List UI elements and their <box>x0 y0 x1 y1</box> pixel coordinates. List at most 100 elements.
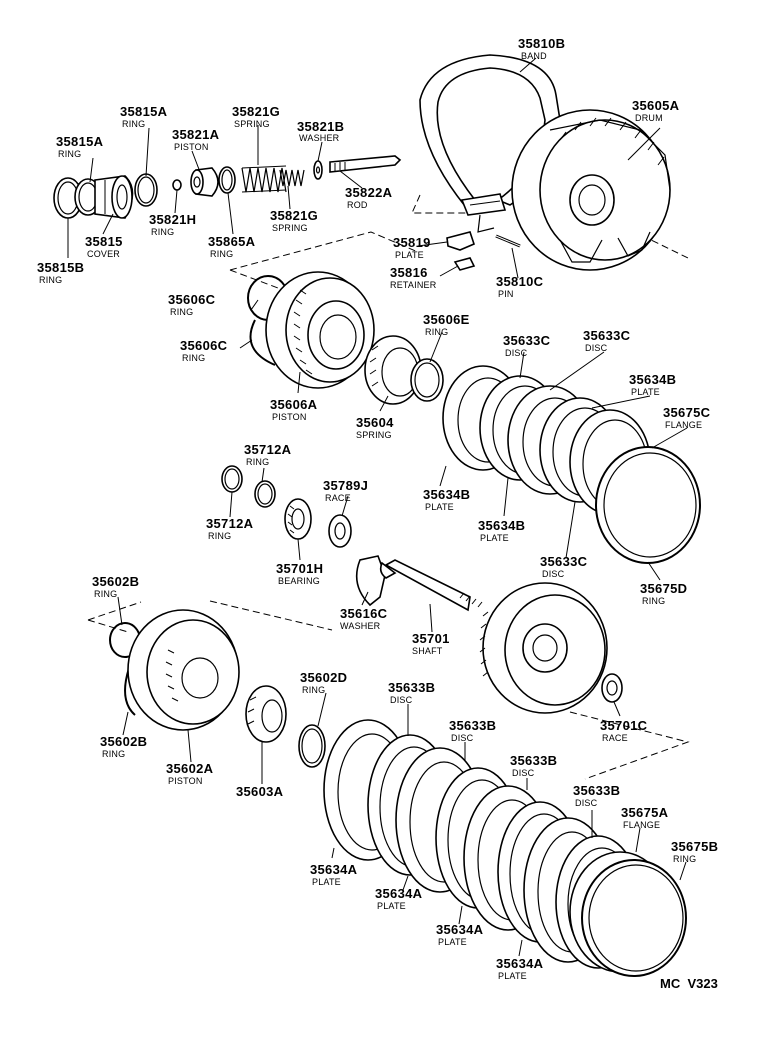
callout-35821B: 35821B WASHER <box>297 119 344 143</box>
ring-35606C-inner <box>249 319 276 366</box>
servo-ring-35815A-right <box>134 173 158 207</box>
callout-35712A-1: 35712A RING <box>244 442 291 467</box>
part-number: 35606C <box>168 292 216 307</box>
callout-35633B-4: 35633B DISC <box>573 783 620 808</box>
part-number: 35675B <box>671 839 718 854</box>
piston-35606A <box>265 271 375 389</box>
callout-35606A: 35606A PISTON <box>270 397 318 422</box>
callout-35821A: 35821A PISTON <box>172 127 220 152</box>
pin-35810C <box>495 234 521 248</box>
part-name: RING <box>94 589 117 599</box>
part-name: RING <box>151 227 174 237</box>
callout-35675A: 35675A FLANGE <box>621 805 668 830</box>
callout-35633C-3: 35633C DISC <box>540 554 588 579</box>
piston-35602A <box>127 609 240 731</box>
callout-35634A-1: 35634A PLATE <box>310 862 357 887</box>
part-name: DISC <box>575 798 598 808</box>
part-number: 35701C <box>600 718 648 733</box>
part-name: BAND <box>521 51 547 61</box>
part-name: RING <box>673 854 696 864</box>
part-number: 35604 <box>356 415 394 430</box>
servo-spring-inner-35821G <box>279 169 305 187</box>
part-number: 35606A <box>270 397 318 412</box>
ring-35606E <box>410 358 444 402</box>
band-35810B <box>419 54 561 233</box>
callout-35701H: 35701H BEARING <box>276 561 323 586</box>
part-number: 35819 <box>393 235 431 250</box>
callout-35821H: 35821H RING <box>149 212 196 237</box>
part-name: DISC <box>512 768 535 778</box>
part-number: 35633B <box>449 718 496 733</box>
part-number: 35634B <box>478 518 525 533</box>
part-name: PISTON <box>168 776 203 786</box>
callout-35634B-2: 35634B PLATE <box>423 487 470 512</box>
part-name: PLATE <box>377 901 406 911</box>
retainer-35816 <box>453 257 476 271</box>
part-name: WASHER <box>299 133 340 143</box>
callout-35602D: 35602D RING <box>300 670 347 695</box>
shaft-35701 <box>379 559 483 612</box>
part-name: DISC <box>585 343 608 353</box>
callout-35815A: 35815A RING <box>120 104 167 129</box>
servo-ring-35821H <box>172 179 182 191</box>
callout-35712A-2: 35712A RING <box>206 516 253 541</box>
callout-35606C-2: 35606C RING <box>180 338 227 363</box>
part-number: 35633B <box>573 783 620 798</box>
part-number: 35865A <box>208 234 256 249</box>
callout-35634B-1: 35634B PLATE <box>629 372 676 397</box>
part-name: SPRING <box>234 119 270 129</box>
ring-35712A-2 <box>254 480 276 508</box>
part-name: FLANGE <box>623 820 660 830</box>
part-name: RING <box>122 119 145 129</box>
callout-35815: 35815 COVER <box>85 234 122 259</box>
callout-35701C: 35701C RACE <box>600 718 648 743</box>
part-number: 35789J <box>323 478 368 493</box>
servo-ring-35865A <box>218 166 236 194</box>
race-35701C <box>601 673 623 703</box>
part-number: 35815A <box>56 134 104 149</box>
part-name: RING <box>208 531 231 541</box>
part-number: 35675C <box>663 405 711 420</box>
part-number: 35616C <box>340 606 388 621</box>
part-number: 35603A <box>236 784 284 799</box>
callout-35606E: 35606E RING <box>423 312 469 337</box>
part-number: 35821A <box>172 127 220 142</box>
part-number: 35633B <box>388 680 435 695</box>
callout-35633B-3: 35633B DISC <box>510 753 557 778</box>
callout-35701: 35701 SHAFT <box>412 631 449 656</box>
callout-35675C: 35675C FLANGE <box>663 405 711 430</box>
part-number: 35633C <box>503 333 551 348</box>
part-number: 35602A <box>166 761 214 776</box>
servo-spring-outer-35821G <box>241 165 287 193</box>
part-number: 35633C <box>540 554 588 569</box>
bearing-35701H <box>284 498 312 540</box>
part-name: SPRING <box>356 430 392 440</box>
part-name: PLATE <box>395 250 424 260</box>
callout-35816: 35816 RETAINER <box>390 265 437 290</box>
part-name: RING <box>39 275 62 285</box>
part-number: 35675D <box>640 581 687 596</box>
part-name: SPRING <box>272 223 308 233</box>
callout-35815B: 35815B RING <box>37 260 84 285</box>
part-name: RING <box>210 249 233 259</box>
callout-35815A-2: 35815A RING <box>56 134 104 159</box>
part-number: 35815B <box>37 260 84 275</box>
leader-lines <box>67 57 688 957</box>
part-name: PISTON <box>272 412 307 422</box>
part-number: 35605A <box>632 98 680 113</box>
part-name: PLATE <box>498 971 527 981</box>
callout-35634A-3: 35634A PLATE <box>436 922 483 947</box>
callout-35810B: 35810B BAND <box>518 36 565 61</box>
servo-piston-35821A <box>190 167 219 197</box>
drum-35605A <box>511 109 671 271</box>
callout-35822A: 35822A ROD <box>345 185 393 210</box>
part-number: 35810B <box>518 36 565 51</box>
part-name: PLATE <box>438 937 467 947</box>
part-number: 35822A <box>345 185 393 200</box>
part-name: RING <box>58 149 81 159</box>
part-name: DRUM <box>635 113 663 123</box>
ring-35675D <box>595 446 701 564</box>
part-name: PLATE <box>480 533 509 543</box>
part-name: RING <box>170 307 193 317</box>
part-name: DISC <box>505 348 528 358</box>
